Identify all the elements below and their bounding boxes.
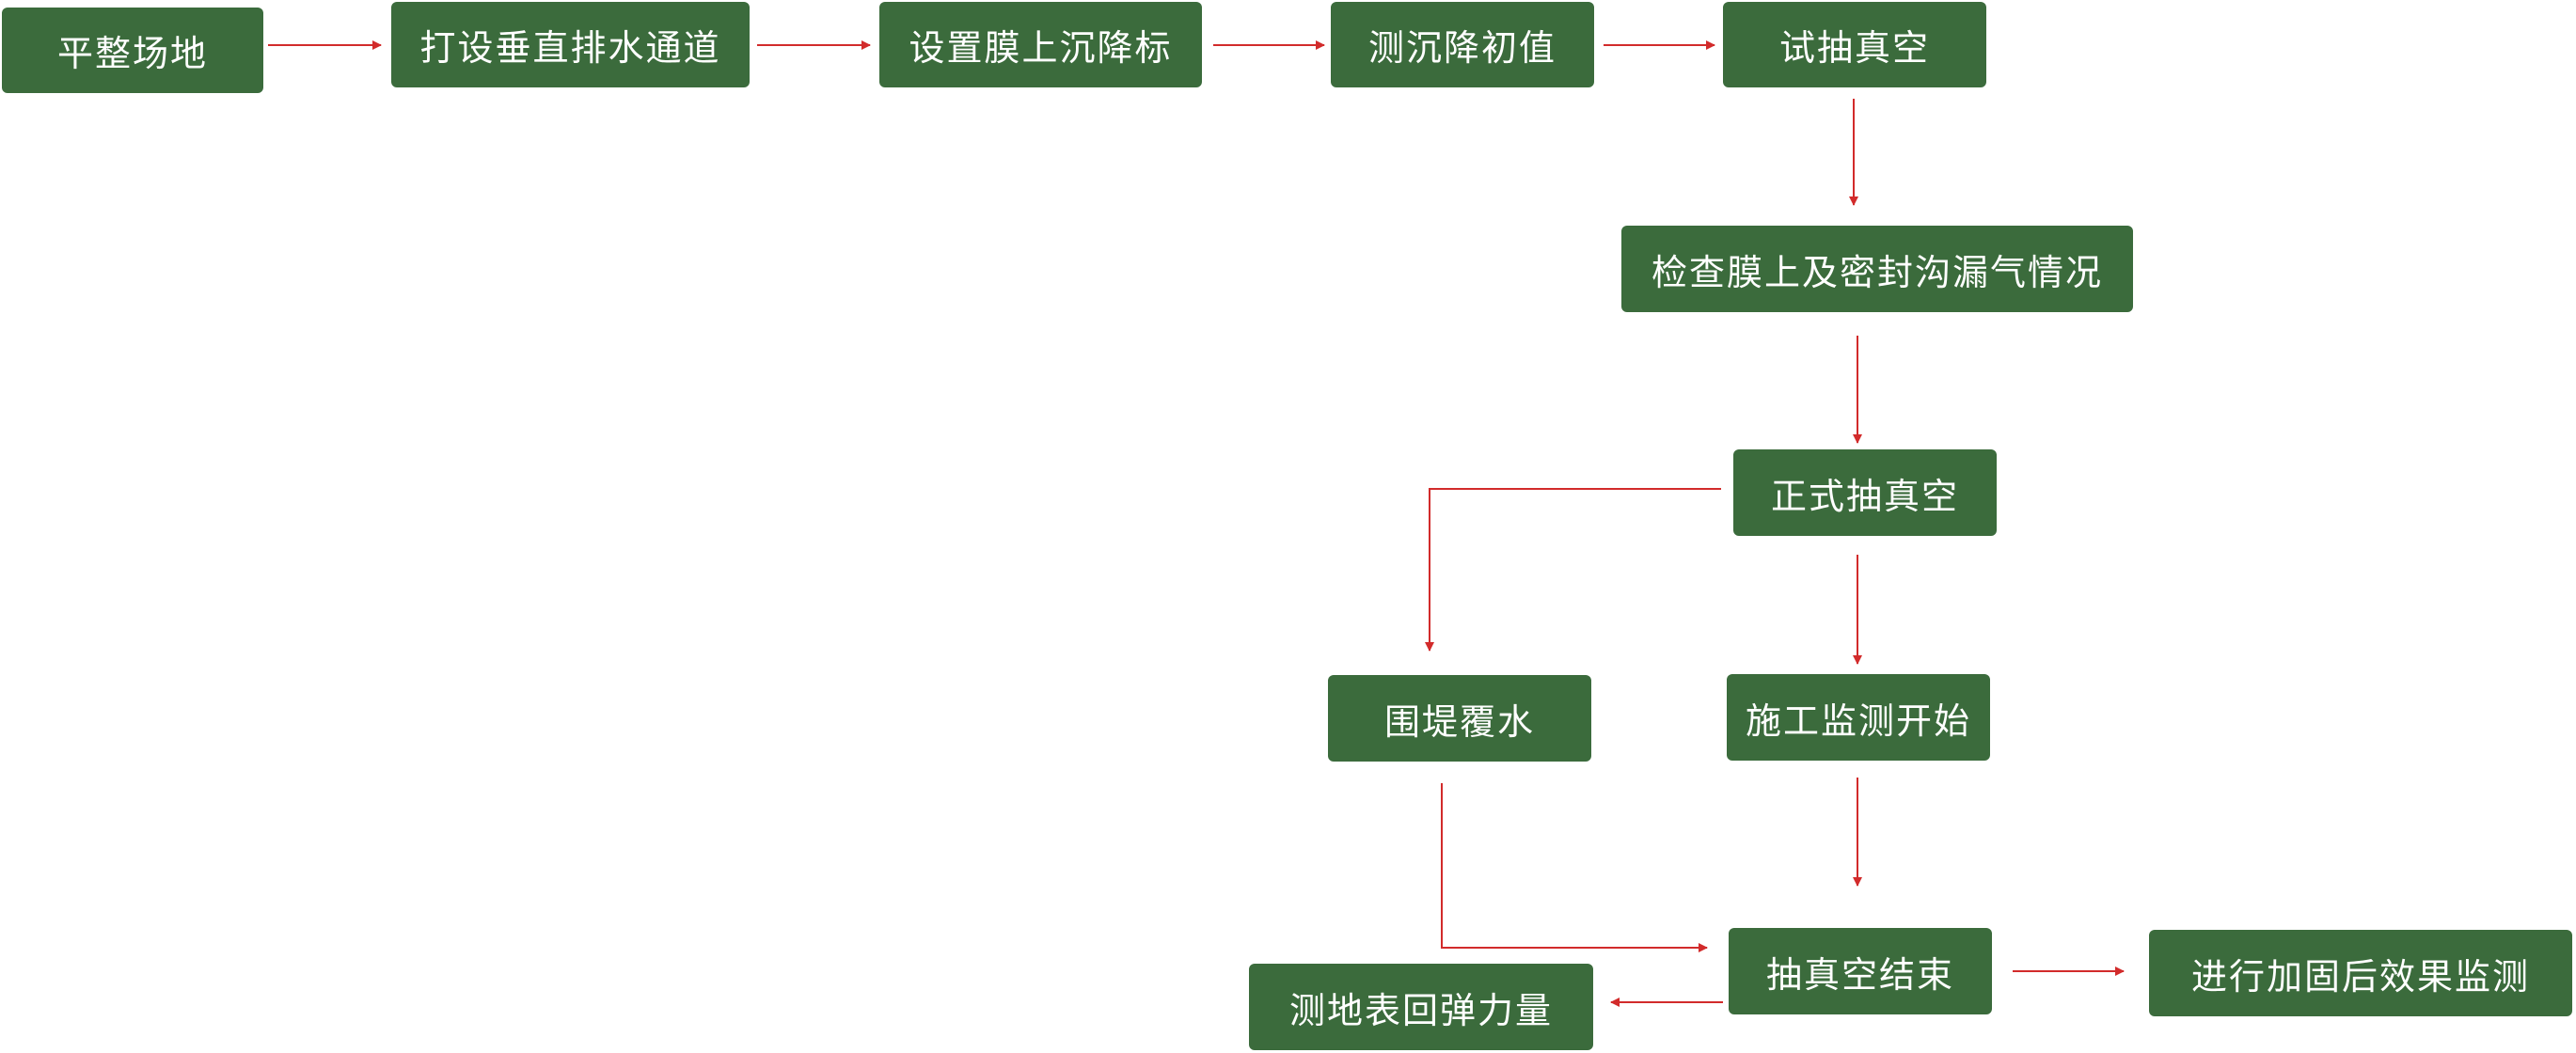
node-membrane-marker: 设置膜上沉降标 [879, 2, 1202, 87]
node-trial-vacuum: 试抽真空 [1723, 2, 1986, 87]
edge-formal-to-cofferdam [1425, 488, 1721, 652]
node-check-leak: 检查膜上及密封沟漏气情况 [1621, 226, 2133, 312]
node-monitoring-start: 施工监测开始 [1727, 674, 1990, 761]
node-initial-settlement: 测沉降初值 [1331, 2, 1594, 87]
node-formal-vacuum: 正式抽真空 [1733, 449, 1997, 536]
node-surface-rebound: 测地表回弹力量 [1249, 964, 1593, 1050]
node-post-monitoring: 进行加固后效果监测 [2149, 930, 2572, 1016]
node-vertical-drainage: 打设垂直排水通道 [391, 2, 750, 87]
node-vacuum-end: 抽真空结束 [1729, 928, 1992, 1014]
node-level-site: 平整场地 [2, 8, 263, 93]
edge-cofferdam-to-end [1441, 783, 1708, 952]
node-cofferdam-water: 围堤覆水 [1328, 675, 1591, 762]
